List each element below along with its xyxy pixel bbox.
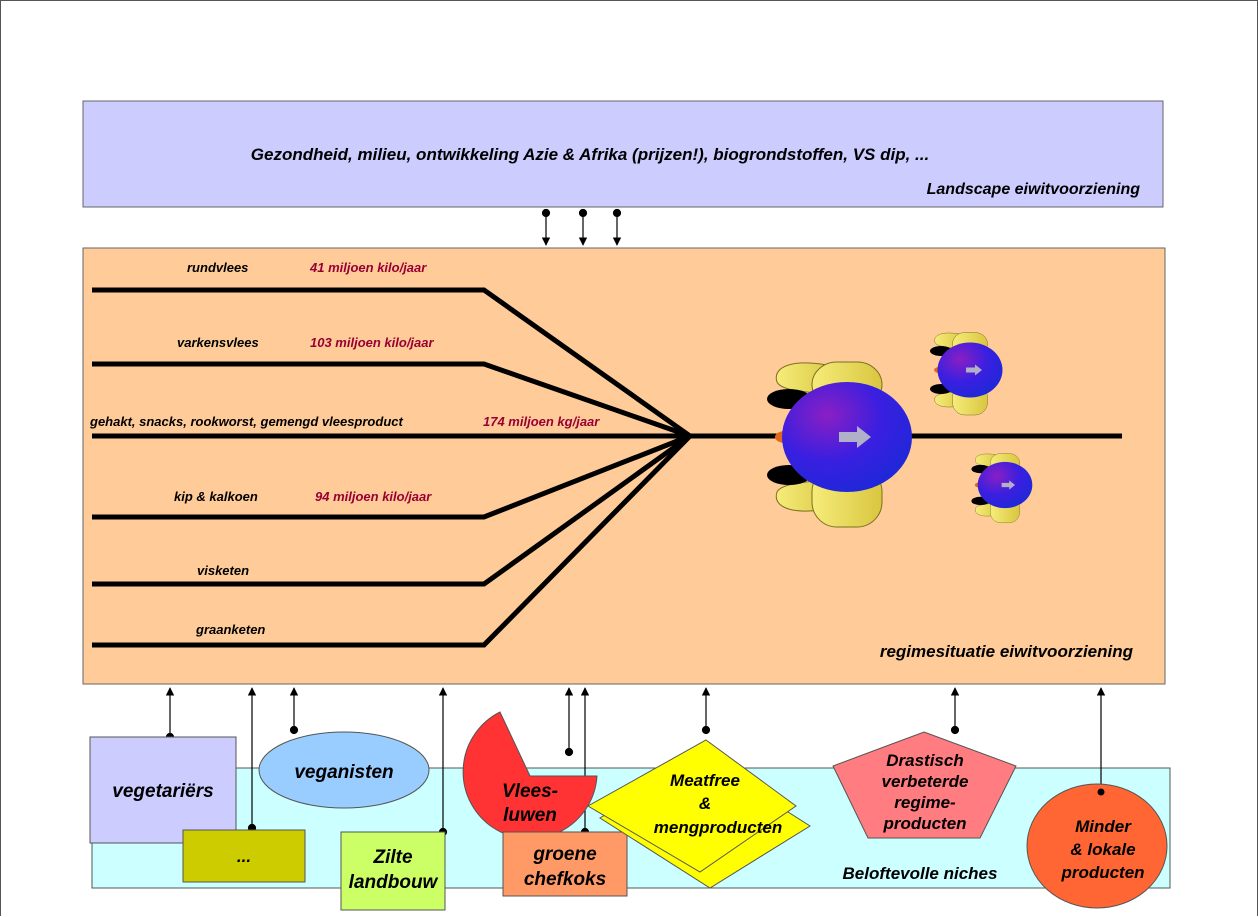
niche-local-line1: Minder [1075,817,1132,836]
chain-volume-varkensvlees: 103 miljoen kilo/jaar [310,335,434,350]
niche-saline-line2: landbouw [349,872,439,893]
niche-local-line2: & lokale [1070,840,1135,859]
niche-improved-line3: regime- [894,793,956,812]
landscape-box [82,100,1164,208]
niche-meatfree [586,739,797,873]
niche-flexitarians [462,711,598,840]
niche-improved-line1: Drastisch [886,751,963,770]
niche-green-chefs-line2: chefkoks [524,869,606,890]
chain-name-graanketen: graanketen [195,622,265,637]
niche-improved-products [832,731,1017,839]
chain-name-varkensvlees: varkensvlees [177,335,259,350]
niche-meatfree-line2: & [699,794,711,813]
chain-name-visketen: visketen [197,563,249,578]
niche-green-chefs [502,831,628,897]
niche-other-label: ... [237,847,251,866]
niche-vegetarians-label: vegetariërs [112,781,213,802]
chain-volume-kip: 94 miljoen kilo/jaar [315,489,432,504]
local-products-arrow-dot [1097,788,1105,796]
niche-improved-line4: producten [882,814,966,833]
landscape-title: Landscape eiwitvoorziening [927,181,1141,198]
chain-name-kip: kip & kalkoen [174,489,258,504]
niche-green-chefs-line1: groene [532,844,597,865]
niche-other [182,829,306,883]
niche-saline-line1: Zilte [372,847,412,868]
niche-flexitarians-line2: luwen [503,805,557,826]
chain-volume-rundvlees: 41 miljoen kilo/jaar [309,260,427,275]
niche-local-products [1026,783,1168,909]
regime-title: regimesituatie eiwitvoorziening [880,642,1134,661]
niche-saline-agriculture [340,831,446,911]
niche-improved-line2: verbeterde [882,772,969,791]
landscape-factors: Gezondheid, milieu, ontwikkeling Azie & … [251,145,929,164]
chain-name-rundvlees: rundvlees [187,260,248,275]
niche-flexitarians-line1: Vlees- [502,781,558,802]
niche-meatfree-line1: Meatfree [670,771,740,790]
niche-vegans [258,731,430,809]
landscape-arrows [541,208,622,246]
niche-vegetarians [89,736,237,844]
chain-name-gehakt: gehakt, snacks, rookworst, gemengd vlees… [89,414,403,429]
chain-lines [92,287,1122,648]
niche-vegans-label: veganisten [294,762,393,783]
niche-meatfree-line3: mengproducten [654,818,782,837]
niches-title: Beloftevolle niches [843,864,998,883]
chain-volume-gehakt: 174 miljoen kg/jaar [483,414,600,429]
niche-local-line3: producten [1060,863,1144,882]
